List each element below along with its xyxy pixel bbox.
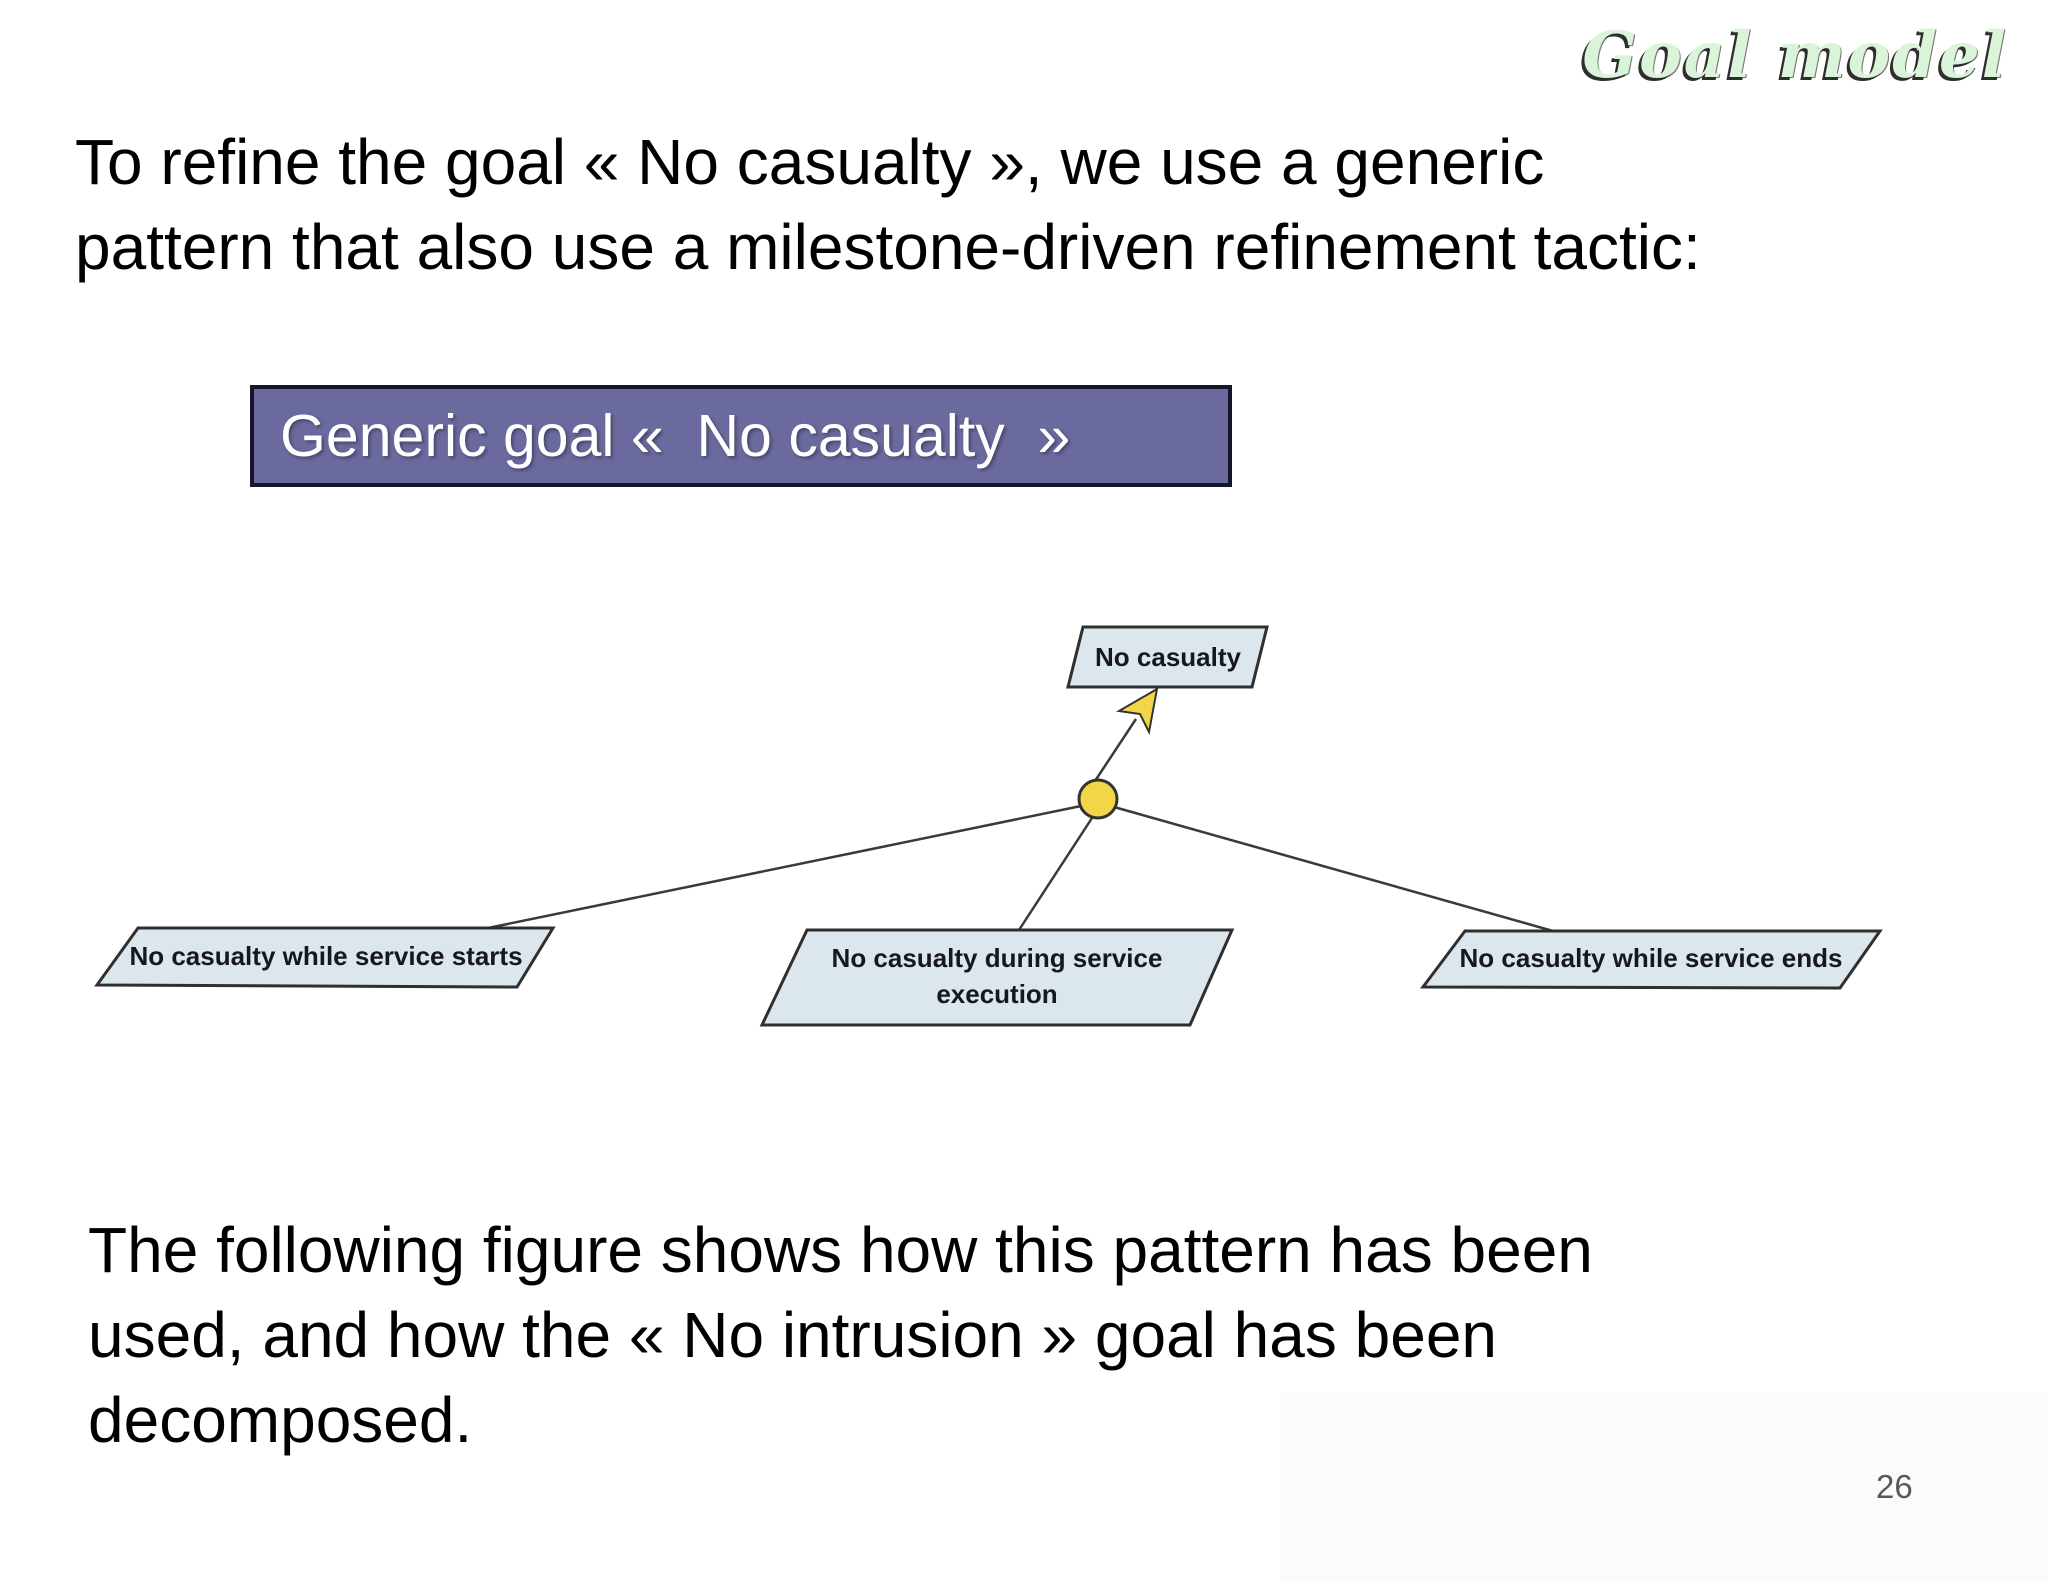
closing-line-2: used, and how the « No intrusion » goal … [88,1299,1497,1371]
goal-node-service-execution-text-line2: execution [936,979,1058,1009]
generic-goal-box-label: Generic goal « No casualty » [280,403,1071,469]
intro-line-2: pattern that also use a milestone-driven… [75,211,1701,283]
goal-node-root-text: No casualty [1095,641,1241,672]
refinement-arrowhead-icon [1115,687,1159,736]
goal-node-service-execution-text-line1: No casualty during service [831,943,1163,973]
goal-node-service-starts-text: No casualty while service starts [129,940,523,971]
page-title: Goal model [1582,18,2008,93]
page-number: 26 [1876,1468,1913,1505]
goal-node-service-ends-shape [1420,929,1883,990]
goal-node-service-starts-shape [94,926,556,989]
goal-node-root-shape [1066,625,1269,689]
goal-node-service-starts-label: No casualty while service starts [100,926,552,986]
closing-line-1: The following figure shows how this patt… [88,1214,1593,1286]
goal-node-service-ends-label: No casualty while service ends [1425,929,1877,987]
goal-node-root-label: No casualty [1068,627,1268,687]
goal-node-service-execution-label: No casualty during service execution [764,928,1230,1024]
milestone-connector-circle [1077,778,1119,820]
closing-line-3: decomposed. [88,1384,473,1456]
intro-line-1: To refine the goal « No casualty », we u… [75,126,1545,198]
goal-node-service-execution-shape [759,928,1235,1027]
closing-paragraph: The following figure shows how this patt… [88,1208,1593,1463]
intro-paragraph: To refine the goal « No casualty », we u… [75,120,1701,290]
refinement-link-middle [1017,817,1094,931]
refinement-link-right [1113,805,1554,933]
refinement-link-left [487,804,1082,930]
footer-shade [1280,1392,2048,1582]
goal-node-service-ends-text: No casualty while service ends [1459,942,1843,973]
generic-goal-box: Generic goal « No casualty » [250,385,1232,487]
refinement-link-root [1093,718,1138,782]
